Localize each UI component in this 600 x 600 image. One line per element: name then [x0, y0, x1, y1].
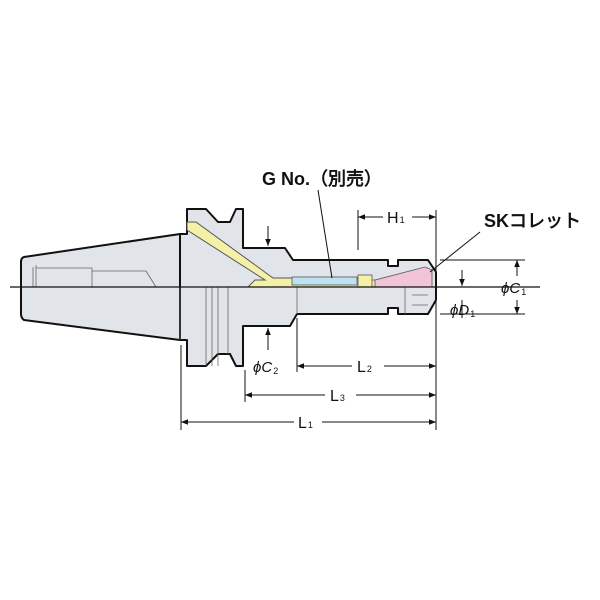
detail-lines [32, 265, 428, 366]
phi-c2-label: ϕC2 [253, 359, 278, 376]
g-no-screw [357, 274, 373, 288]
dimension-lines [180, 189, 525, 430]
g-no-label: G No.（別売） [262, 168, 382, 189]
phi-c1-label: ϕC1 [501, 280, 526, 297]
sk-collet-label: SKコレット [484, 211, 581, 231]
l1-label: L1 [298, 415, 313, 432]
sk-collet-shape [374, 266, 433, 288]
phi-d1-label: ϕD1 [450, 302, 475, 319]
g-no-part [291, 276, 358, 286]
l3-label: L3 [330, 388, 345, 405]
l2-label: L2 [357, 359, 372, 376]
h1-label: H1 [387, 210, 405, 227]
